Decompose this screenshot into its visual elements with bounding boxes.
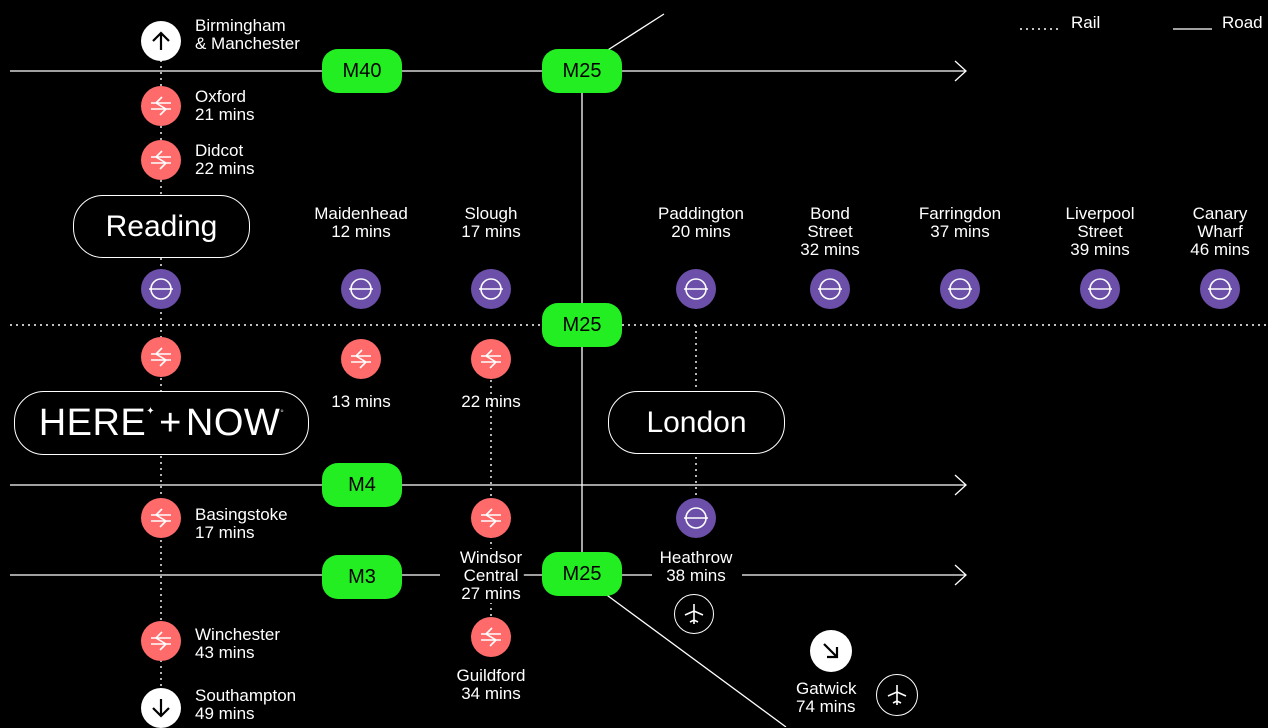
birmingham-label: Birmingham& Manchester xyxy=(195,16,300,53)
m40-arrowhead xyxy=(954,60,967,82)
here-now-logo: HERE✦+NOW◦ xyxy=(14,391,309,455)
m25-north-branch xyxy=(599,13,665,56)
rail-icon-didcot xyxy=(141,140,181,180)
slough-rail-time: 22 mins xyxy=(461,392,521,411)
plane-icon-gatwick xyxy=(876,674,918,716)
tube-icon-maidenhead xyxy=(341,269,381,309)
m40-badge: M40 xyxy=(322,49,402,93)
legend-road-label: Road xyxy=(1222,13,1263,32)
m3-arrowhead xyxy=(954,564,967,586)
logo-word-here: HERE xyxy=(38,401,147,444)
m4-badge: M4 xyxy=(322,463,402,507)
rail-icon-windsor xyxy=(471,498,511,538)
m25-bottom-badge: M25 xyxy=(542,552,622,596)
tube-icon-paddington xyxy=(676,269,716,309)
tube-icon-reading xyxy=(141,269,181,309)
m3-badge: M3 xyxy=(322,555,402,599)
tube-icon-bond-street xyxy=(810,269,850,309)
south-arrow-icon xyxy=(141,688,181,728)
rail-icon-maidenhead xyxy=(341,339,381,379)
tube-icon-canary-wharf xyxy=(1200,269,1240,309)
tube-icon-liverpool-street xyxy=(1080,269,1120,309)
north-arrow-icon xyxy=(141,21,181,61)
rail-icon-oxford xyxy=(141,86,181,126)
tube-icon-slough xyxy=(471,269,511,309)
logo-registered-icon: ◦ xyxy=(280,406,285,417)
logo-plus: + xyxy=(159,401,182,444)
reading-label: Reading xyxy=(73,195,250,258)
m25-top-badge: M25 xyxy=(542,49,622,93)
rail-icon-reading xyxy=(141,337,181,377)
m4-arrowhead xyxy=(954,474,967,496)
southeast-arrow-icon xyxy=(810,630,852,672)
rail-icon-guildford xyxy=(471,617,511,657)
plane-icon-heathrow xyxy=(674,594,714,634)
logo-word-now: NOW xyxy=(185,401,281,444)
m25-mid-badge: M25 xyxy=(542,303,622,347)
rail-icon-winchester xyxy=(141,621,181,661)
london-label: London xyxy=(608,391,785,454)
legend-rail-label: Rail xyxy=(1071,13,1101,32)
maidenhead-rail-time: 13 mins xyxy=(331,392,391,411)
rail-icon-basingstoke xyxy=(141,498,181,538)
logo-sparkle-icon: ✦ xyxy=(146,406,156,417)
m25-gatwick-branch xyxy=(599,589,787,727)
tube-icon-heathrow xyxy=(676,498,716,538)
rail-icon-slough xyxy=(471,339,511,379)
tube-icon-farringdon xyxy=(940,269,980,309)
